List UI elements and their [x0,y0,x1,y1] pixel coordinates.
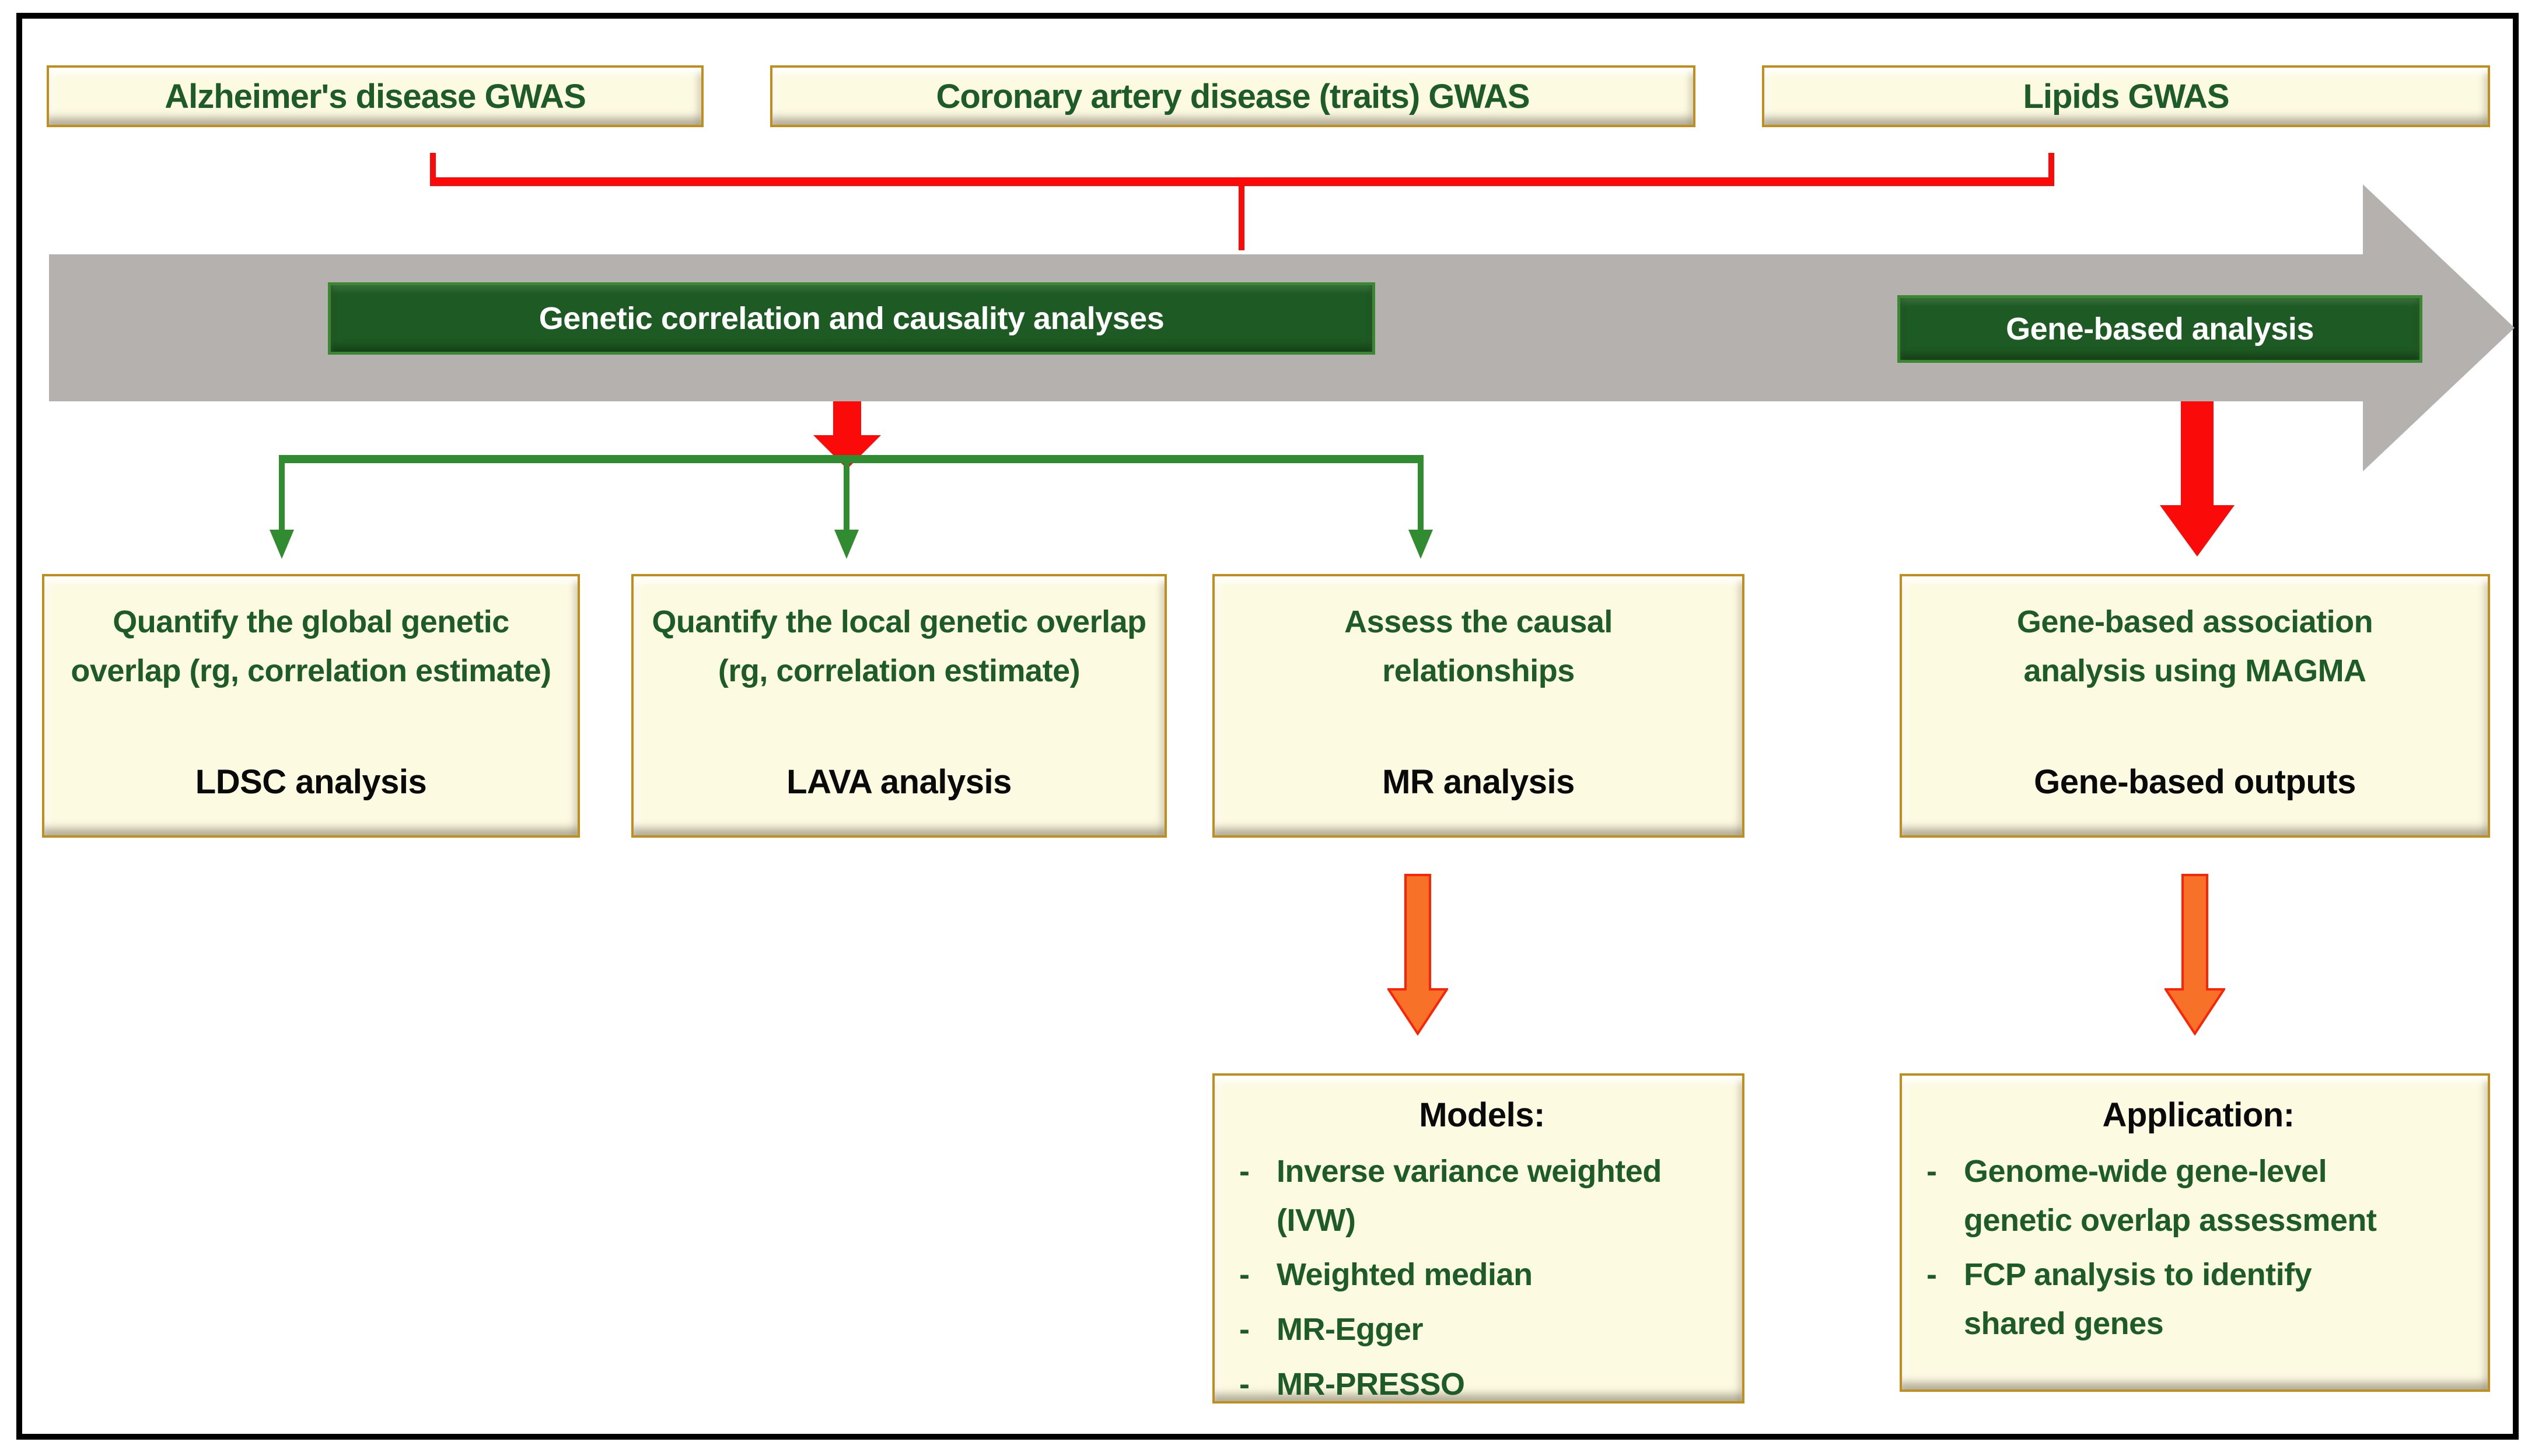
application-box-title: Application: [2102,1096,2295,1134]
models-item-ivw: Inverse variance weighted (IVW) [1277,1154,1662,1238]
orange-down-arrow-application-icon [2165,874,2225,1036]
stage-genetic-correlation: Genetic correlation and causality analys… [328,282,1375,355]
bracket-bar [430,177,2054,186]
bullet-dash: - [1239,1312,1250,1348]
figure-border-frame [16,13,2519,1440]
panel-lava-description: Quantify the local genetic overlap (rg, … [652,604,1146,689]
bullet-dash: - [1239,1366,1250,1402]
panel-ldsc-description: Quantify the global genetic overlap (rg,… [71,604,551,689]
panel-mr-description: Assess the causal relationships [1344,604,1613,689]
branch-line-left [279,462,285,531]
list-item: - FCP analysis to identify shared genes [1926,1251,2470,1348]
branch-arrowhead-left-icon [270,530,294,559]
stage-gene-based-label: Gene-based analysis [2006,312,2314,346]
bullet-dash: - [1926,1154,1937,1189]
gwas-box-alzheimers-label: Alzheimer's disease GWAS [165,77,586,116]
bracket-center-stem [1239,185,1244,250]
branch-line-right [1418,462,1424,531]
application-item-genome-wide: Genome-wide gene-level genetic overlap a… [1964,1154,2377,1238]
bracket-left-tick [430,153,436,184]
list-item: - MR-PRESSO [1239,1360,1725,1409]
models-item-weighted-median: Weighted median [1277,1257,1533,1293]
list-item: - Inverse variance weighted (IVW) [1239,1147,1725,1245]
red-down-arrow-left-stem [833,401,861,436]
gwas-box-coronary: Coronary artery disease (traits) GWAS [770,65,1695,127]
gwas-box-alzheimers: Alzheimer's disease GWAS [47,65,704,127]
bracket-right-tick [2048,153,2054,184]
panel-magma-method: Gene-based outputs [2034,763,2356,801]
bullet-dash: - [1239,1154,1250,1189]
red-down-arrow-right-icon [2160,505,2235,556]
list-item: - Weighted median [1239,1251,1725,1300]
red-down-arrow-right-stem [2181,401,2214,506]
application-item-fcp: FCP analysis to identify shared genes [1964,1257,2312,1342]
panel-ldsc: Quantify the global genetic overlap (rg,… [42,574,580,838]
panel-ldsc-method: LDSC analysis [195,763,427,801]
panel-mr: Assess the causal relationships MR analy… [1212,574,1744,838]
gwas-box-lipids-label: Lipids GWAS [2023,77,2229,116]
list-item: - Genome-wide gene-level genetic overlap… [1926,1147,2470,1245]
models-box: Models: - Inverse variance weighted (IVW… [1212,1073,1744,1404]
stage-gene-based: Gene-based analysis [1897,295,2422,363]
models-item-mr-egger: MR-Egger [1277,1312,1424,1348]
bullet-dash: - [1926,1257,1937,1293]
panel-lava-method: LAVA analysis [786,763,1012,801]
bullet-dash: - [1239,1257,1250,1293]
gwas-box-lipids: Lipids GWAS [1762,65,2490,127]
models-item-mr-presso: MR-PRESSO [1277,1366,1465,1402]
stage-genetic-correlation-label: Genetic correlation and causality analys… [539,301,1165,336]
panel-magma: Gene-based association analysis using MA… [1900,574,2490,838]
branch-arrowhead-right-icon [1408,530,1433,559]
application-box: Application: - Genome-wide gene-level ge… [1900,1073,2490,1392]
orange-down-arrow-models-icon [1387,874,1448,1036]
panel-mr-method: MR analysis [1382,763,1575,801]
models-box-title: Models: [1419,1096,1545,1134]
branch-horizontal-bar [279,455,1424,463]
gwas-box-coronary-label: Coronary artery disease (traits) GWAS [936,77,1530,116]
branch-line-center [844,462,849,531]
panel-magma-description: Gene-based association analysis using MA… [2016,604,2373,689]
panel-lava: Quantify the local genetic overlap (rg, … [631,574,1167,838]
branch-arrowhead-center-icon [834,530,859,559]
list-item: - MR-Egger [1239,1306,1725,1354]
